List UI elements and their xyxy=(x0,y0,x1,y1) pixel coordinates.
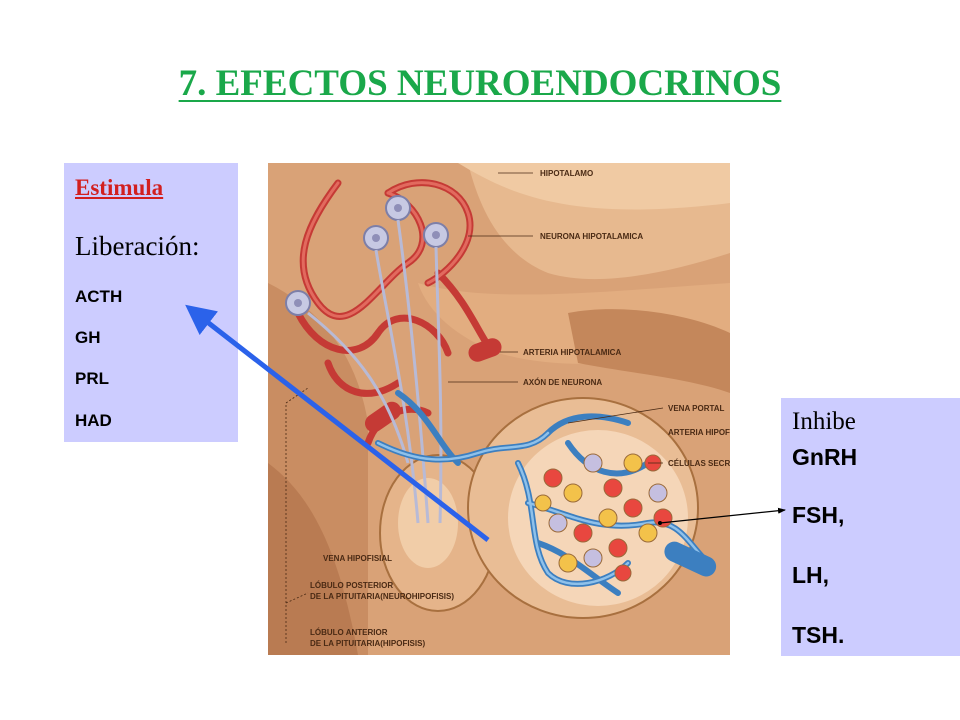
label-lobulo-posterior: LÓBULO POSTERIOR xyxy=(310,581,393,590)
label-vena-portal: VENA PORTAL xyxy=(668,404,725,413)
release-label: Liberación: xyxy=(75,231,200,261)
hypothalamus-pituitary-illustration: HIPOTALAMO NEURONA HIPOTALAMICA ARTERIA … xyxy=(268,163,730,655)
label-vena-hipofisial: VENA HIPOFISIAL xyxy=(323,554,392,563)
label-hipotalamo: HIPOTALAMO xyxy=(540,169,593,178)
hormone-item-gh: GH xyxy=(75,328,101,347)
hormone-item-gnrh: GnRH xyxy=(792,444,858,470)
inhibits-heading: Inhibe xyxy=(792,408,856,435)
label-celulas-secretoras: CÉLULAS SECRETO xyxy=(668,459,730,468)
label-lobulo-anterior: LÓBULO ANTERIOR xyxy=(310,628,388,637)
label-arteria-hipotalamica: ARTERIA HIPOTALAMICA xyxy=(523,348,621,357)
hormone-item-had: HAD xyxy=(75,411,112,430)
page-title: 7. EFECTOS NEUROENDOCRINOS xyxy=(178,63,782,104)
label-arteria-hipofisial: ARTERIA HIPOFI xyxy=(668,428,730,437)
label-axon-de-neurona: AXÓN DE NEURONA xyxy=(523,378,602,387)
stimulates-box: Estimula Liberación: ACTH GH PRL HAD xyxy=(64,163,238,442)
inhibits-box: Inhibe GnRH FSH, LH, TSH. xyxy=(781,398,960,656)
hormone-item-acth: ACTH xyxy=(75,287,123,306)
stimulates-heading: Estimula xyxy=(75,175,164,200)
label-pituitaria-neurohipofisis: DE LA PITUITARIA(NEUROHIPOFISIS) xyxy=(310,592,454,601)
hormone-item-fsh: FSH, xyxy=(792,502,845,528)
label-pituitaria-hipofisis: DE LA PITUITARIA(HIPOFISIS) xyxy=(310,639,425,648)
label-neurona-hipotalamica: NEURONA HIPOTALAMICA xyxy=(540,232,643,241)
hormone-item-prl: PRL xyxy=(75,369,109,388)
hormone-item-tsh: TSH. xyxy=(792,622,845,648)
hormone-item-lh: LH, xyxy=(792,562,830,588)
